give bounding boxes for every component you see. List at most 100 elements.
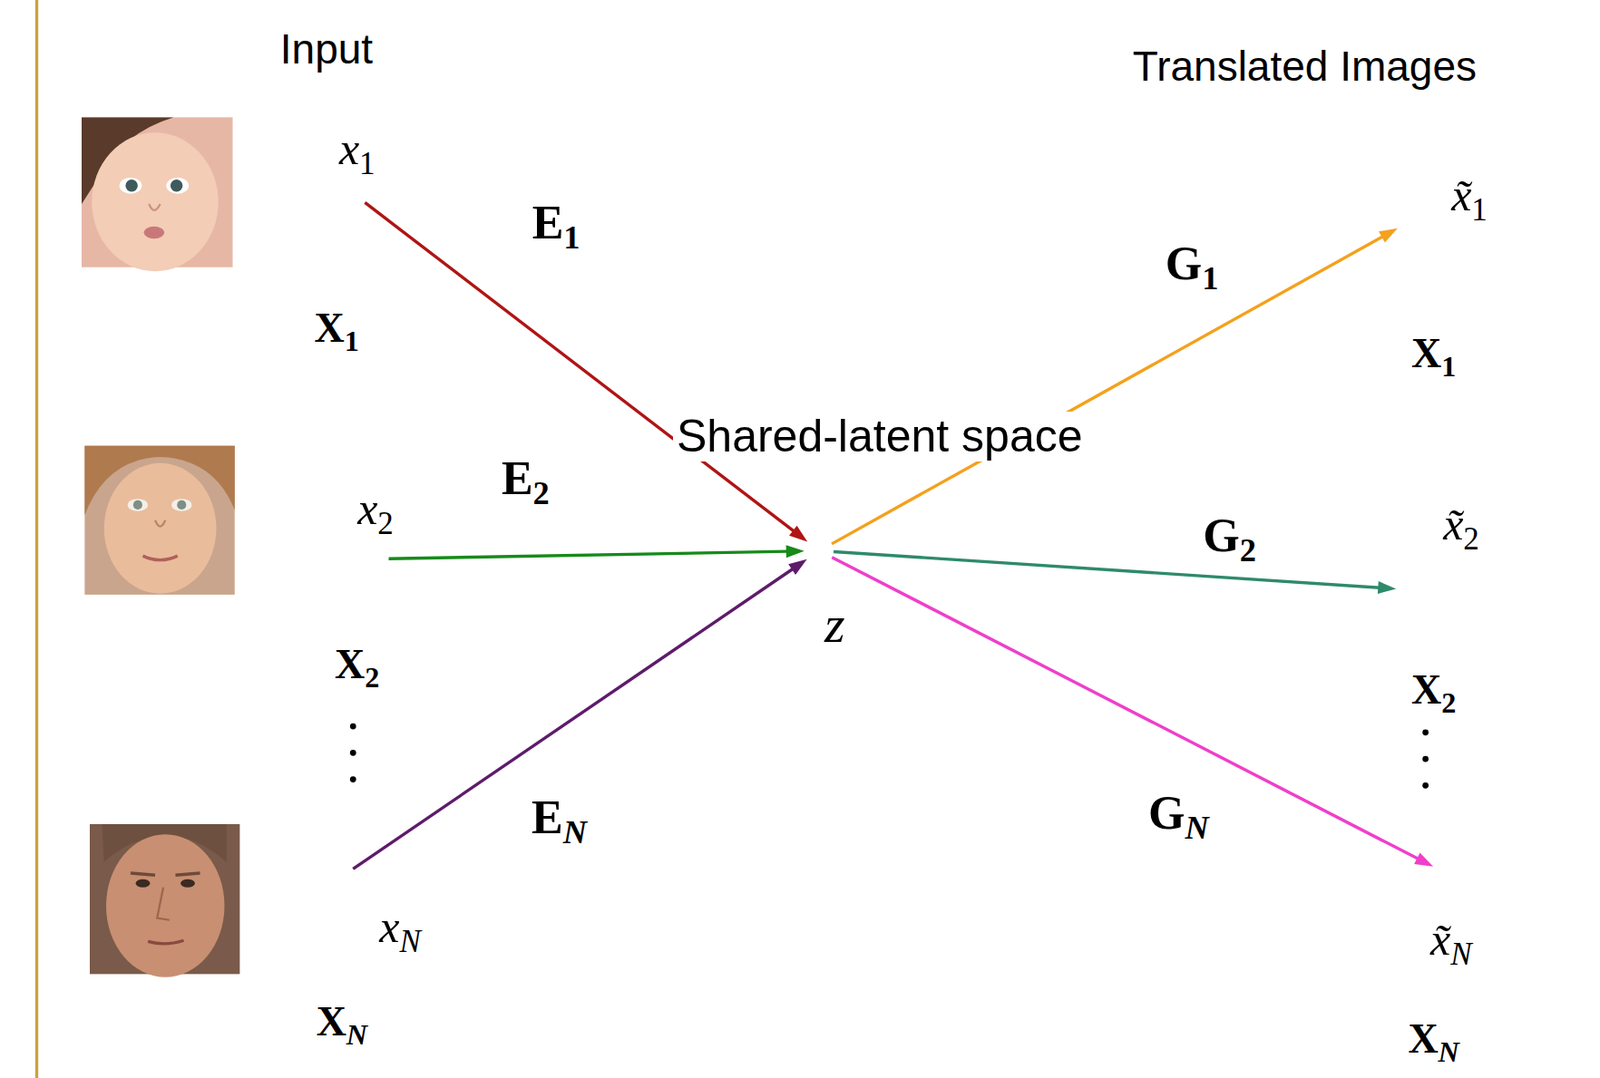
symbol-subscript: N [1438,1035,1460,1069]
domain-symbol: X1 [1411,331,1456,383]
shared-latent-ellipse: Shared-latent spacez [594,463,1166,725]
symbol-subscript: 1 [359,146,376,182]
ellipse-shape [1320,447,1533,630]
arrow-head [1377,581,1396,595]
mapping-label: GN [1148,787,1210,847]
sample-point [806,537,833,565]
symbol-base: X [1407,1015,1438,1063]
sample-point [333,865,355,887]
arrow-shaft [352,568,794,869]
mapping-label: G2 [1202,509,1257,569]
sample-symbol: xN [379,902,421,960]
ellipse-outline [1319,446,1534,631]
ellipse-shape [1322,801,1535,985]
mapping-arrow [388,545,804,559]
arrow-head [1414,852,1434,867]
input-domain-ellipse: x1X1 [249,104,464,284]
symbol-subscript: 1 [1201,260,1219,297]
symbol-base: x [339,123,360,175]
symbol-base: X [314,304,345,352]
sample-symbol: x̃2 [1443,499,1480,557]
arrow-head [1378,228,1398,244]
symbol-subscript: 2 [1239,531,1257,568]
symbol-base: E [532,196,565,249]
arrow-shaft [833,552,1380,589]
input-domain-ellipse: x2X2 [265,417,480,597]
mapping-arrow [831,228,1398,545]
column-heading: Translated Images [1132,43,1477,90]
column-heading: Input [280,26,373,73]
mapping-label: E2 [501,452,550,512]
mapping-label: EN [531,791,587,851]
symbol-subscript: N [1184,809,1209,846]
domain-symbol: X2 [334,642,380,694]
mapping-label: E1 [532,196,581,256]
ellipse-outline [1321,800,1536,986]
symbol-base: X [1411,330,1442,377]
mapping-arrow [831,557,1434,868]
region-title: Shared-latent space [673,411,1087,462]
sample-point [1397,579,1419,601]
face-photo [81,117,234,272]
mapping-arrow [833,552,1396,596]
sample-symbol: x1 [339,124,376,182]
symbol-base: G [1202,509,1240,562]
symbol-base: X [334,641,365,688]
symbol-base: E [501,452,534,505]
symbol-base: X [1411,666,1442,713]
symbol-base: G [1148,787,1185,840]
arrow-shaft [831,235,1384,544]
sample-point [345,185,367,207]
domain-symbol: XN [1407,1016,1459,1069]
output-domain-ellipse: x̃NXN [1321,800,1536,986]
face-photo [89,824,240,978]
symbol-base: x̃ [1430,914,1451,966]
symbol-subscript: N [1450,936,1472,973]
symbol-subscript: N [346,1018,368,1052]
symbol-subscript: 2 [364,661,380,694]
symbol-base: X [316,998,347,1045]
arrow-head [788,559,807,576]
domain-symbol: X1 [314,305,360,358]
arrow-shaft [364,202,795,532]
ellipse-shape [595,464,1165,724]
symbol-base: x [357,483,378,535]
symbol-base: E [531,791,564,844]
mapping-arrow [352,559,807,869]
ellipsis-dots [350,723,1429,790]
latent-symbol: z [824,595,846,654]
arrow-shaft [831,557,1419,860]
ellipse-outline [254,800,469,975]
symbol-subscript: 1 [563,219,580,256]
ellipse-shape [1322,111,1535,294]
symbol-subscript: 2 [1463,521,1480,557]
symbol-base: x [379,901,400,953]
arrow-shaft [388,551,788,559]
symbol-subscript: 2 [377,506,394,542]
domain-symbol: X2 [1411,667,1456,720]
face-photo [84,446,235,596]
symbol-subscript: 1 [344,324,360,358]
symbol-base: x̃ [1451,169,1472,221]
frame-border [35,0,39,1078]
ellipse-outline [594,463,1166,725]
arrow-head [786,545,805,558]
sample-point [1434,862,1455,884]
output-domain-ellipse: x̃1X1 [1321,110,1536,295]
mapping-arrow [364,202,808,542]
ellipse-shape [266,418,479,596]
sample-point [367,548,389,570]
input-domain-ellipse: xNXN [254,800,469,975]
symbol-base: G [1165,237,1202,290]
symbol-subscript: 1 [1471,191,1488,227]
sample-symbol: x2 [357,484,394,542]
arrow-head [789,526,808,543]
symbol-subscript: N [399,923,420,959]
symbol-subscript: 2 [533,474,550,511]
mapping-label: G1 [1165,237,1220,297]
ellipse-outline [1321,110,1536,295]
symbol-subscript: 2 [1441,686,1456,720]
ellipse-shape [255,801,469,974]
